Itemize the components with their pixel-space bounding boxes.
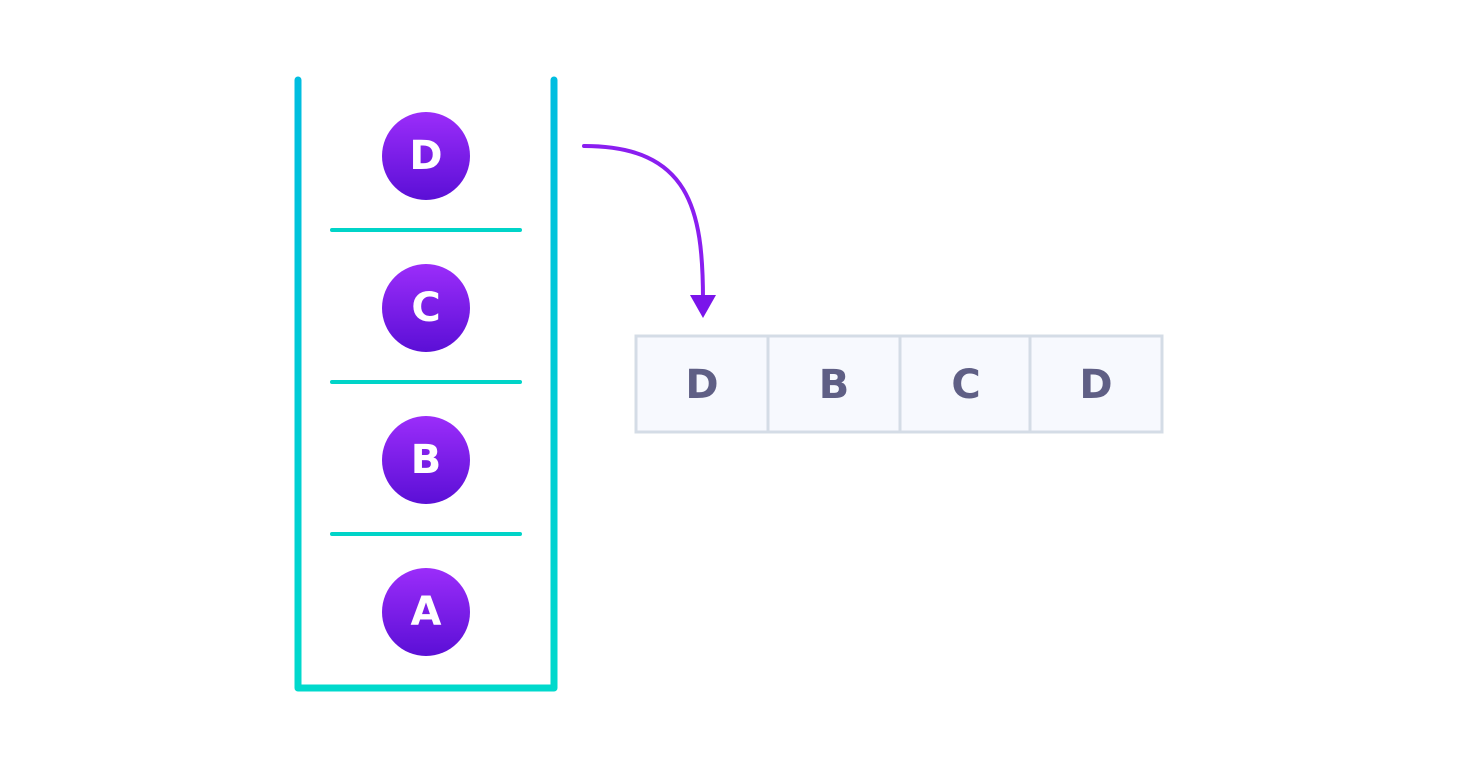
stack-node-label: B <box>411 437 442 483</box>
stack-node-label: A <box>411 589 442 635</box>
output-cell <box>1028 334 1164 434</box>
output-cell <box>766 334 902 434</box>
stack-node-circle <box>382 112 470 200</box>
stack-node-label: C <box>411 285 440 331</box>
pop-arrow <box>582 144 716 318</box>
stack-item-a: A <box>382 568 470 656</box>
output-cell-label: D <box>685 362 718 408</box>
stack-node-label: D <box>409 133 442 179</box>
stack-container <box>294 76 558 692</box>
output-cell-label: B <box>819 362 850 408</box>
output-cell-label: D <box>1079 362 1112 408</box>
stack-item-d: D <box>382 112 470 200</box>
arrow-curve <box>582 144 705 302</box>
arrow-head-icon <box>690 295 716 318</box>
stack-item-b: B <box>382 416 470 504</box>
stack-node-circle <box>382 264 470 352</box>
stack-node-circle <box>382 568 470 656</box>
stack-node-circle <box>382 416 470 504</box>
output-cell-label: C <box>951 362 980 408</box>
stack: D C B A <box>294 76 558 692</box>
output-cell <box>634 334 770 434</box>
stack-item-c: C <box>382 264 470 352</box>
output-array: D B C D <box>634 334 1164 434</box>
